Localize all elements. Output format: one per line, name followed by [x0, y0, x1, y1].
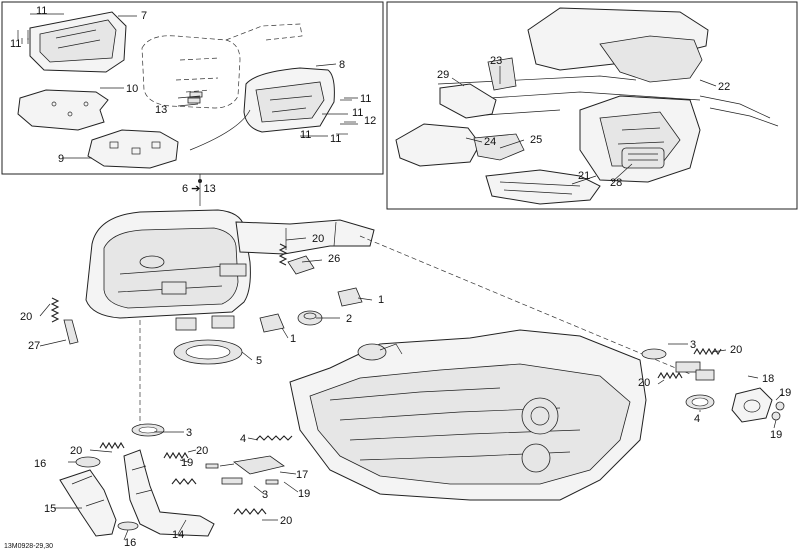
callout-9: 9 [58, 153, 64, 165]
callout-27: 27 [28, 340, 40, 352]
exhaust-flange-18 [731, 387, 773, 423]
spring-20-g [233, 508, 267, 515]
callout-13: 13 [155, 104, 167, 116]
spring-20-a [278, 243, 288, 266]
callout-11: 11 [352, 107, 363, 119]
bracket-plates [675, 361, 715, 381]
heat-shield-24 [395, 123, 481, 167]
muffler-28 [621, 147, 665, 169]
nut-19-a [775, 401, 785, 411]
callout-11: 11 [330, 133, 341, 145]
callout-19: 19 [181, 457, 193, 469]
rivets-11 [17, 30, 356, 135]
callout-28: 28 [610, 177, 622, 189]
callout-19: 19 [298, 488, 310, 500]
callout-24: 24 [484, 136, 496, 148]
gasket-3-lower [131, 423, 165, 437]
callout-3: 3 [262, 489, 268, 501]
callout-3: 3 [690, 339, 696, 351]
heat-shield-8 [243, 67, 335, 133]
gasket-5 [173, 339, 243, 365]
heat-shield-23 [487, 57, 517, 91]
callout-16: 16 [34, 458, 46, 470]
seal-4-lower [255, 435, 293, 441]
engine-block [289, 329, 647, 501]
callout-11: 11 [36, 5, 47, 17]
grommet-3-lower [221, 477, 243, 485]
callout-5: 5 [256, 355, 262, 367]
heat-shield-7 [29, 11, 127, 73]
spring-20-b [50, 297, 60, 323]
gasket-10 [17, 89, 109, 131]
callout-19: 19 [779, 387, 791, 399]
callout-20: 20 [196, 445, 208, 457]
seals-19-lower [205, 463, 279, 485]
callout-25: 25 [530, 134, 542, 146]
spring-20-d [657, 371, 683, 380]
bracket-27 [63, 319, 79, 345]
callout-20: 20 [730, 344, 742, 356]
callout-20: 20 [638, 377, 650, 389]
rear-fender-22 [527, 7, 709, 83]
silencer-15 [59, 469, 117, 537]
exhaust-pipe-6 [235, 219, 375, 255]
heat-shield-25 [473, 133, 525, 161]
clips-13 [187, 91, 203, 104]
callout-15: 15 [44, 503, 56, 515]
engine-inset [579, 95, 701, 183]
callout-4: 4 [694, 413, 700, 425]
gasket-9 [87, 129, 179, 169]
callout-11: 11 [10, 38, 21, 50]
callout-22: 22 [718, 81, 730, 93]
transfer-label: 6 ➔ 13 [182, 183, 216, 195]
diagram-code: 13M0928-29,30 [4, 543, 53, 550]
callout-10: 10 [126, 83, 138, 95]
callout-20: 20 [20, 311, 32, 323]
nut-19-b [771, 411, 781, 421]
callout-26: 26 [328, 253, 340, 265]
spring-20-f [163, 451, 189, 460]
heat-shield-29 [439, 83, 497, 119]
callout-19: 19 [770, 429, 782, 441]
grommet-3-engine [641, 348, 667, 360]
callout-11: 11 [300, 129, 311, 141]
callout-20: 20 [312, 233, 324, 245]
callout-17: 17 [296, 469, 308, 481]
spring-20-e [99, 441, 125, 450]
callout-18: 18 [762, 373, 774, 385]
y-pipe-14 [123, 449, 215, 537]
callout-1: 1 [290, 333, 296, 345]
callout-7: 7 [141, 10, 147, 22]
callout-21: 21 [578, 170, 590, 182]
clamp-16-a [75, 456, 101, 468]
inset-frame-vehicle [386, 1, 798, 210]
clip-26 [287, 255, 315, 275]
callout-23: 23 [490, 55, 502, 67]
spring-20-h [171, 478, 197, 485]
muffler-6 [85, 209, 251, 331]
callout-16: 16 [124, 537, 136, 549]
heat-shield-21 [485, 169, 601, 205]
callout-2: 2 [346, 313, 352, 325]
callout-11: 11 [360, 93, 371, 105]
callout-14: 14 [172, 529, 184, 541]
heat-shield-17 [233, 455, 285, 475]
callout-8: 8 [339, 59, 345, 71]
callout-29: 29 [437, 69, 449, 81]
callout-12: 12 [364, 115, 376, 127]
callout-1: 1 [378, 294, 384, 306]
callout-3: 3 [186, 427, 192, 439]
grommet-1-b [259, 313, 285, 333]
inset-frame-heat-shields [1, 1, 384, 175]
callout-20: 20 [70, 445, 82, 457]
clamp-16-b [117, 521, 139, 531]
callout-4: 4 [240, 433, 246, 445]
grommet-1-a [337, 287, 363, 307]
gasket-4-engine [685, 394, 715, 410]
callout-20: 20 [280, 515, 292, 527]
